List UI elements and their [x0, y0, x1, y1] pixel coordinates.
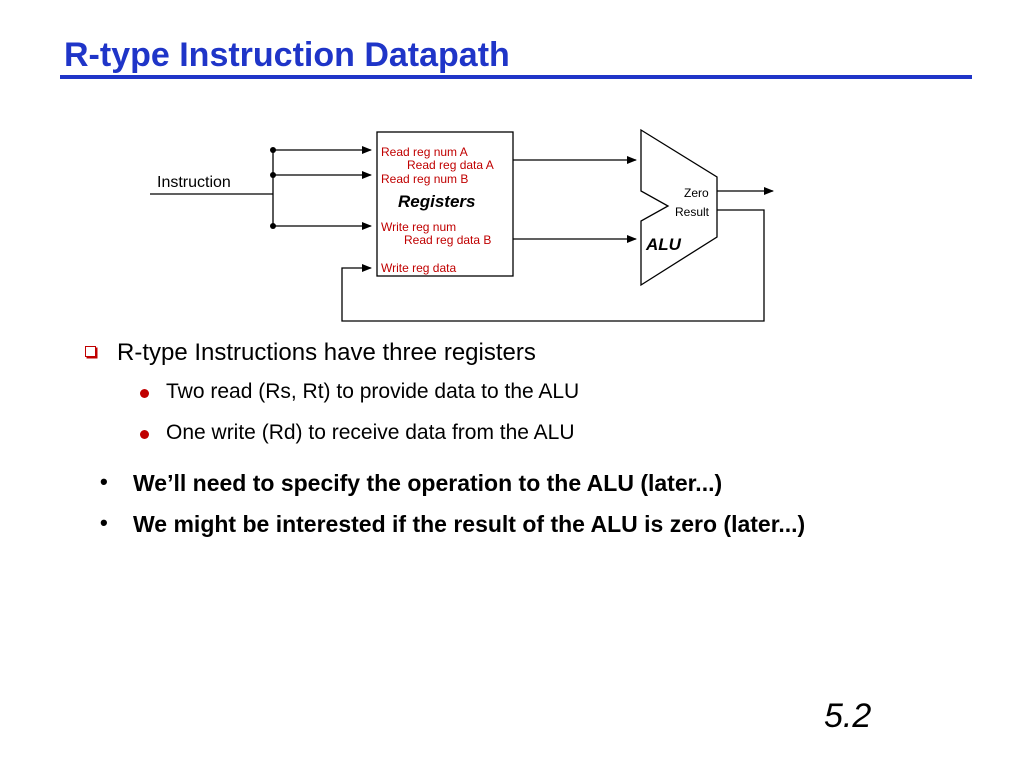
junction-dots	[270, 147, 276, 229]
alu-shape	[640, 128, 718, 287]
register-file-title: Registers	[398, 192, 475, 211]
alu-output-zero: Zero	[684, 186, 709, 200]
bullet-note-item: We might be interested if the result of …	[133, 511, 806, 537]
port-write-num: Write reg num	[381, 220, 456, 234]
alu-output-wires	[341, 187, 774, 322]
title-underline	[60, 75, 972, 79]
page-number: 5.2	[824, 697, 872, 735]
bullet-note-item: We’ll need to specify the operation to t…	[133, 470, 723, 496]
port-read-num-b: Read reg num B	[381, 172, 468, 186]
bullet-main: R-type Instructions have three registers	[117, 339, 536, 366]
port-read-data-a: Read reg data A	[407, 158, 494, 172]
alu-title: ALU	[645, 235, 682, 254]
register-to-alu-wires	[513, 156, 637, 243]
instruction-wires	[150, 146, 372, 230]
bullet-dot-icon: •	[100, 469, 108, 494]
bullet-dot-icon: •	[100, 510, 108, 535]
port-read-data-b: Read reg data B	[404, 233, 491, 247]
bullet-dot-icon	[140, 389, 149, 398]
bullet-sub-item: Two read (Rs, Rt) to provide data to the…	[166, 380, 580, 403]
alu-output-result: Result	[675, 205, 710, 219]
bullet-square-icon	[85, 346, 96, 357]
port-write-data: Write reg data	[381, 261, 456, 275]
bullet-dot-icon	[140, 430, 149, 439]
port-read-num-a: Read reg num A	[381, 145, 468, 159]
register-file-box	[376, 131, 514, 277]
slide-title: R-type Instruction Datapath	[64, 36, 510, 74]
bullet-sub-item: One write (Rd) to receive data from the …	[166, 421, 575, 444]
instruction-label: Instruction	[157, 174, 231, 191]
